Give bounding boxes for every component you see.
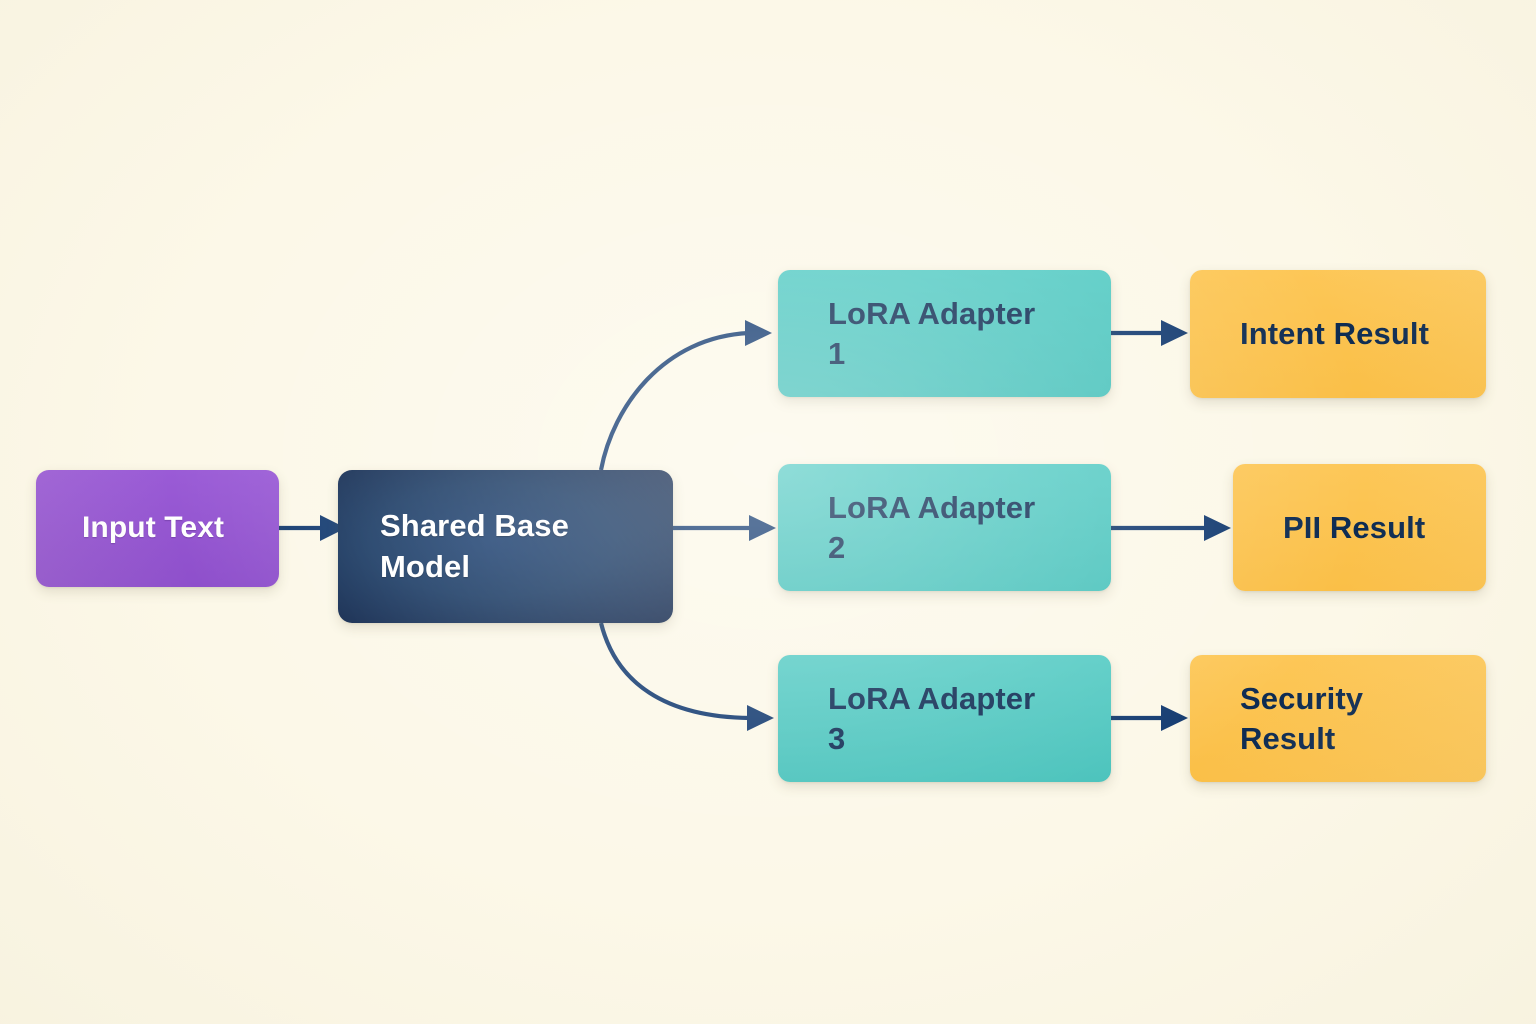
node-input-text-label: Input Text [82, 511, 225, 545]
node-lora-adapter-2-label: LoRA Adapter 2 [828, 489, 1036, 565]
node-lora-adapter-1[interactable]: LoRA Adapter 1 [778, 270, 1111, 397]
node-security-result[interactable]: Security Result [1190, 655, 1486, 782]
node-intent-result[interactable]: Intent Result [1190, 270, 1486, 398]
edge-adapter-3-to-security [1111, 705, 1188, 731]
node-intent-result-label: Intent Result [1240, 316, 1430, 352]
node-lora-adapter-3-label: LoRA Adapter 3 [828, 680, 1036, 756]
node-lora-adapter-1-label: LoRA Adapter 1 [828, 295, 1036, 371]
edge-base-to-adapter-2 [673, 515, 776, 541]
edge-adapter-2-to-pii [1111, 515, 1231, 541]
node-lora-adapter-2[interactable]: LoRA Adapter 2 [778, 464, 1111, 591]
node-security-result-label: Security Result [1240, 680, 1364, 756]
edge-input-to-base [279, 515, 346, 541]
node-pii-result-label: PII Result [1283, 509, 1426, 545]
node-shared-base-model-label: Shared Base Model [380, 508, 569, 584]
node-lora-adapter-3[interactable]: LoRA Adapter 3 [778, 655, 1111, 782]
edge-base-to-adapter-3 [598, 622, 774, 731]
edge-base-to-adapter-1 [598, 320, 772, 471]
node-input-text[interactable]: Input Text [36, 470, 279, 587]
node-shared-base-model[interactable]: Shared Base Model [338, 470, 673, 623]
edge-adapter-1-to-intent [1111, 320, 1188, 346]
node-pii-result[interactable]: PII Result [1233, 464, 1486, 591]
